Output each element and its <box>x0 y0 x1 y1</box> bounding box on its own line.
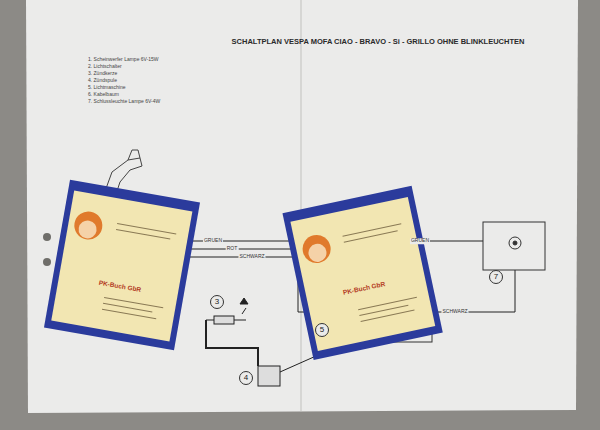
paper-fold <box>300 0 302 411</box>
callout-circle: 5 <box>315 323 329 337</box>
legend-line: 4. Zündspule <box>88 78 117 84</box>
callout-circle: 3 <box>210 295 224 309</box>
sheet-title: SCHALTPLAN VESPA MOFA CIAO - BRAVO - Si … <box>232 38 525 46</box>
legend-line: 7. Schlussleuchte Lampe 6V-4W <box>88 99 160 105</box>
callout-circle: 7 <box>489 270 503 284</box>
callout-number: 7 <box>494 273 498 281</box>
callout-circle: 4 <box>239 371 253 385</box>
wire-color: SCHWARZ <box>441 309 468 315</box>
wire-color: ROT <box>226 246 239 252</box>
legend-line: 3. Zündkerze <box>88 71 117 77</box>
punch-hole <box>43 258 51 266</box>
callout-number: 5 <box>320 326 324 334</box>
legend-line: 2. Lichtschalter <box>88 64 122 70</box>
callout-number: 4 <box>244 374 248 382</box>
paper-sheet <box>26 0 578 413</box>
punch-hole <box>43 233 51 241</box>
business-card <box>44 180 200 351</box>
legend-line: 5. Lichtmaschine <box>88 85 126 91</box>
tail-light-symbol <box>483 222 545 270</box>
legend-line: 1. Scheinwerfer Lampe 6V-15W <box>88 57 159 63</box>
wire-color: GRUEN <box>410 238 430 244</box>
callout-number: 3 <box>215 298 219 306</box>
wire-color: GRUEN <box>203 238 223 244</box>
business-card <box>282 186 442 360</box>
legend-line: 6. Kabelbaum <box>88 92 119 98</box>
wire-color: SCHWARZ <box>238 254 265 260</box>
